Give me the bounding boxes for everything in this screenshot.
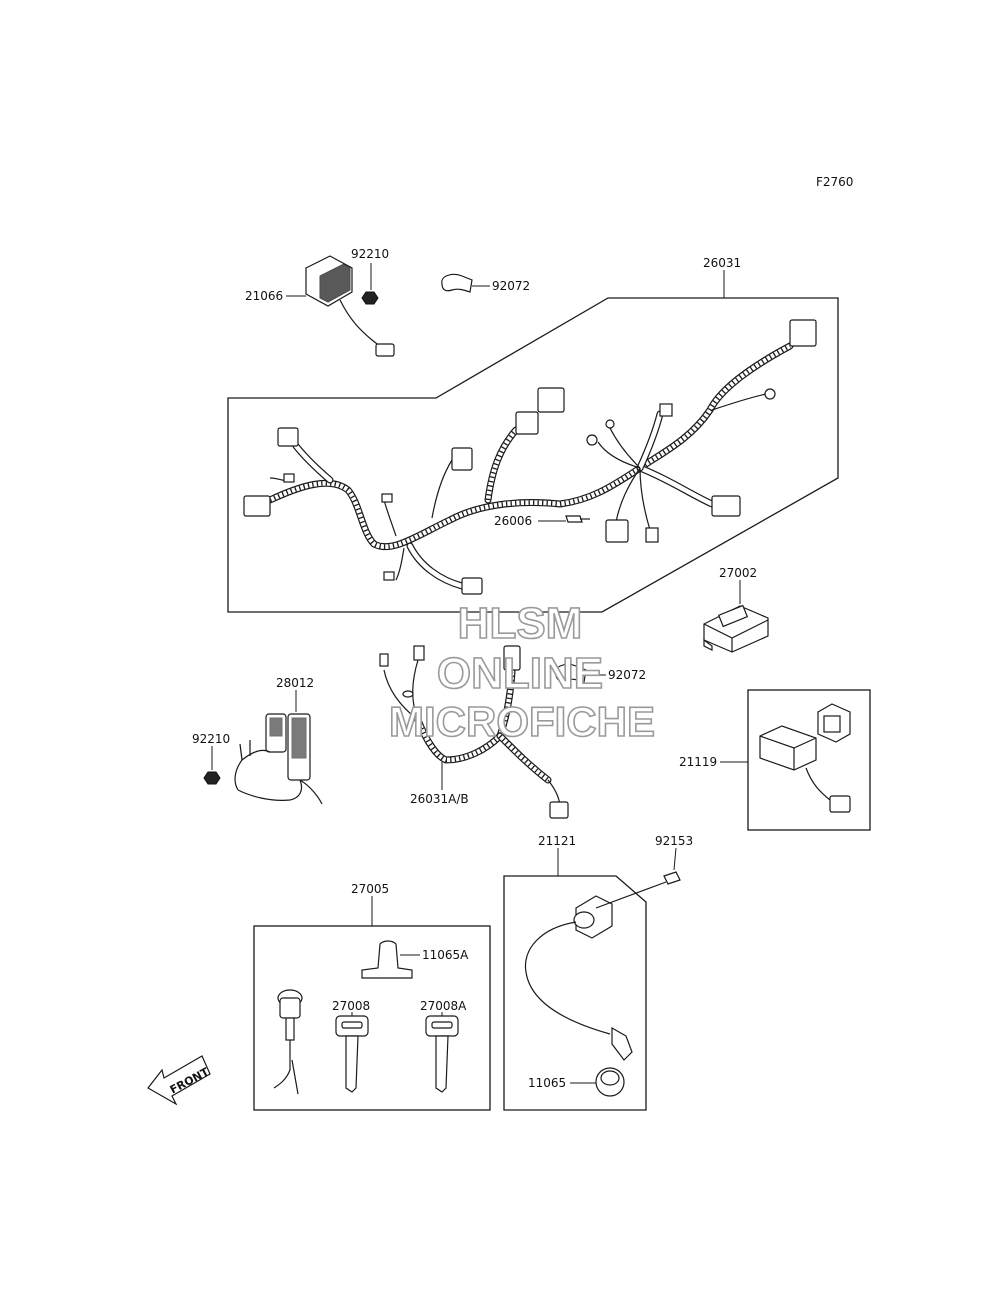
clamp-92072-top[interactable]	[441, 273, 473, 293]
coil-21121[interactable]	[524, 881, 667, 1061]
figure-number: F2760	[816, 175, 853, 189]
ignition-switch[interactable]	[273, 989, 303, 1095]
label-21066: 21066	[245, 289, 283, 303]
label-27002: 27002	[719, 566, 757, 580]
label-26006: 26006	[494, 514, 532, 528]
unit-21119[interactable]	[759, 703, 851, 813]
label-27008a: 27008A	[420, 999, 467, 1013]
nut-92210-left[interactable]	[203, 771, 221, 785]
assembly-21119-box	[747, 689, 871, 831]
assembly-21121-box	[503, 875, 647, 1111]
sub-harness-26031ab[interactable]	[379, 645, 569, 819]
label-92072-top: 92072	[492, 279, 530, 293]
label-21121: 21121	[538, 834, 576, 848]
main-wiring-harness-26031[interactable]	[243, 319, 817, 595]
cap-11065[interactable]	[595, 1067, 625, 1097]
nut-92210-top[interactable]	[361, 291, 379, 305]
clamp-92072-mid[interactable]	[555, 663, 587, 683]
connector-27002[interactable]	[703, 604, 769, 653]
label-26031: 26031	[703, 256, 741, 270]
front-arrow-icon: FRONT	[147, 1055, 211, 1106]
switch-28012[interactable]	[234, 713, 323, 805]
key-27008[interactable]	[335, 1015, 369, 1093]
relay-21066[interactable]	[305, 255, 395, 357]
terminal-26006[interactable]	[565, 515, 590, 523]
watermark-line-3: MICROFICHE	[389, 698, 655, 745]
watermark: HLSM ONLINE MICROFICHE	[388, 598, 656, 746]
terminal-92153[interactable]	[663, 871, 681, 885]
label-27005: 27005	[351, 882, 389, 896]
leader-92153	[673, 847, 677, 871]
watermark-line-2: ONLINE	[437, 649, 603, 698]
watermark-line-1: HLSM	[458, 599, 583, 648]
key-blank-11065a[interactable]	[361, 940, 413, 979]
label-92210-top: 92210	[351, 247, 389, 261]
label-11065: 11065	[528, 1076, 566, 1090]
label-21119: 21119	[679, 755, 717, 769]
label-92210-left: 92210	[192, 732, 230, 746]
label-28012: 28012	[276, 676, 314, 690]
label-92153: 92153	[655, 834, 693, 848]
key-27008a[interactable]	[425, 1015, 459, 1093]
harness-26031-box	[227, 297, 839, 613]
label-11065a: 11065A	[422, 948, 469, 962]
label-92072-mid: 92072	[608, 668, 646, 682]
label-27008: 27008	[332, 999, 370, 1013]
label-26031ab: 26031A/B	[410, 792, 469, 806]
